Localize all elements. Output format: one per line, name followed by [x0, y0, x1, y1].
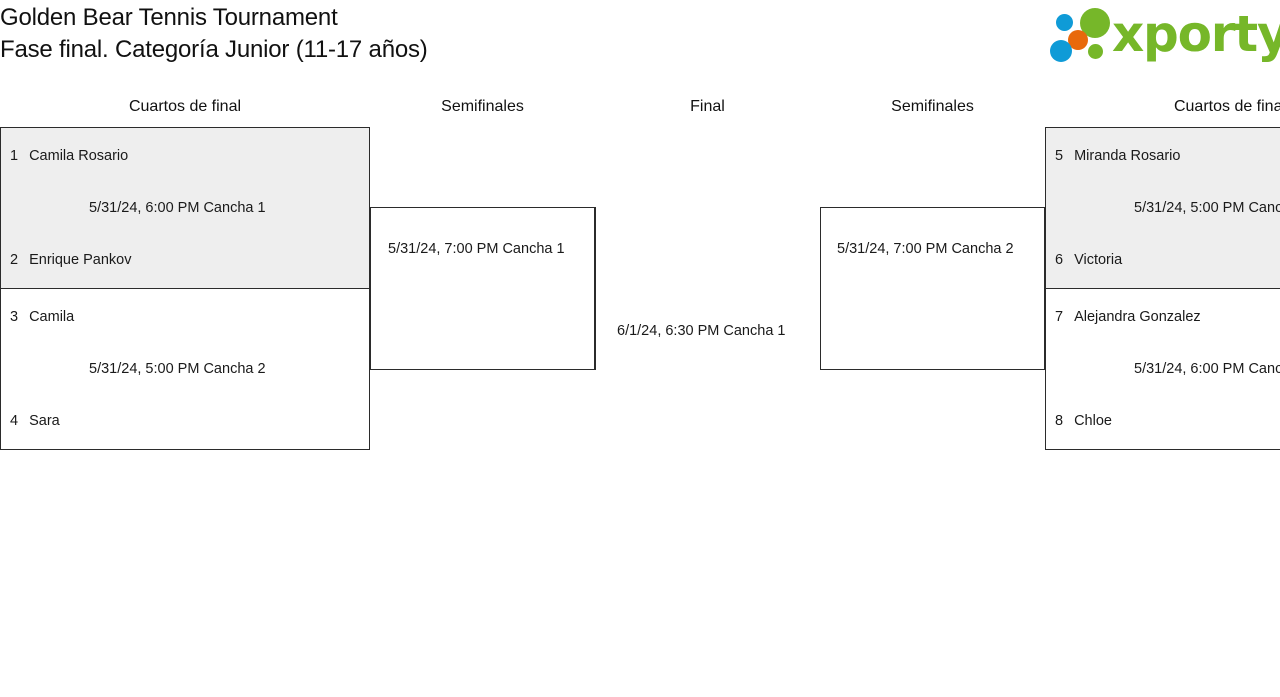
match-slot-top[interactable]: 1 Camila Rosario — [10, 148, 128, 164]
match-slot-top[interactable]: 3 Camila — [10, 309, 74, 325]
match-time: 5/31/24, 6:00 PM Cancha 2 — [1134, 361, 1280, 377]
match-time: 5/31/24, 7:00 PM Cancha 2 — [837, 241, 1014, 257]
seed-number: 4 — [10, 413, 19, 429]
seed-number: 8 — [1055, 413, 1064, 429]
match-slot-bottom[interactable]: 2 Enrique Pankov — [10, 252, 131, 268]
match-right-quarterfinal-1[interactable]: 5 Miranda Rosario 5/31/24, 5:00 PM Canch… — [1045, 127, 1280, 289]
player-name: Chloe — [1074, 413, 1112, 429]
match-right-quarterfinal-2[interactable]: 7 Alejandra Gonzalez 5/31/24, 6:00 PM Ca… — [1045, 288, 1280, 450]
match-time: 5/31/24, 6:00 PM Cancha 1 — [89, 200, 266, 216]
match-slot-bottom[interactable]: 8 Chloe — [1055, 413, 1112, 429]
player-name: Miranda Rosario — [1074, 148, 1181, 164]
round-header-final: Final — [690, 98, 725, 115]
logo-wordmark: xporty — [1112, 5, 1280, 63]
page-header: Golden Bear Tennis Tournament Fase final… — [0, 0, 1280, 90]
seed-number: 7 — [1055, 309, 1064, 325]
match-slot-top[interactable]: 5 Miranda Rosario — [1055, 148, 1180, 164]
tournament-phase-category: Fase final. Categoría Junior (11-17 años… — [0, 35, 428, 63]
match-time: 5/31/24, 5:00 PM Cancha 1 — [1134, 200, 1280, 216]
match-time: 5/31/24, 5:00 PM Cancha 2 — [89, 361, 266, 377]
match-slot-bottom[interactable]: 6 Victoria — [1055, 252, 1122, 268]
match-left-semifinal[interactable]: 5/31/24, 7:00 PM Cancha 1 — [370, 207, 595, 370]
seed-number: 6 — [1055, 252, 1064, 268]
logo-dot-blue-bottom — [1050, 40, 1072, 62]
seed-number: 2 — [10, 252, 19, 268]
player-name: Camila Rosario — [29, 148, 129, 164]
match-left-quarterfinal-2[interactable]: 3 Camila 5/31/24, 5:00 PM Cancha 2 4 Sar… — [0, 288, 370, 450]
match-slot-bottom[interactable]: 4 Sara — [10, 413, 60, 429]
match-final-time: 6/1/24, 6:30 PM Cancha 1 — [617, 323, 786, 339]
player-name: Sara — [29, 413, 60, 429]
round-header-semifinales-left: Semifinales — [441, 98, 524, 115]
match-right-semifinal[interactable]: 5/31/24, 7:00 PM Cancha 2 — [820, 207, 1045, 370]
match-time: 5/31/24, 7:00 PM Cancha 1 — [388, 241, 565, 257]
player-name: Camila — [29, 309, 75, 325]
round-header-cuartos-left: Cuartos de final — [128, 98, 242, 115]
logo-dot-green-small — [1088, 44, 1103, 59]
logo-dot-blue-top — [1056, 14, 1073, 31]
tournament-name: Golden Bear Tennis Tournament — [0, 4, 338, 31]
player-name: Victoria — [1074, 252, 1123, 268]
player-name: Enrique Pankov — [29, 252, 132, 268]
match-slot-top[interactable]: 7 Alejandra Gonzalez — [1055, 309, 1201, 325]
round-header-cuartos-right: Cuartos de final — [1173, 98, 1280, 115]
xporty-logo[interactable]: xporty — [1046, 4, 1280, 66]
player-name: Alejandra Gonzalez — [1074, 309, 1201, 325]
seed-number: 1 — [10, 148, 19, 164]
tournament-title: Golden Bear Tennis Tournament Fase final… — [0, 2, 428, 65]
round-header-semifinales-right: Semifinales — [891, 98, 974, 115]
seed-number: 5 — [1055, 148, 1064, 164]
logo-dot-orange — [1068, 30, 1088, 50]
seed-number: 3 — [10, 309, 19, 325]
final-connector-left — [595, 207, 596, 370]
match-left-quarterfinal-1[interactable]: 1 Camila Rosario 5/31/24, 6:00 PM Cancha… — [0, 127, 370, 289]
tournament-bracket: Cuartos de final Semifinales Final Semif… — [0, 90, 1280, 490]
